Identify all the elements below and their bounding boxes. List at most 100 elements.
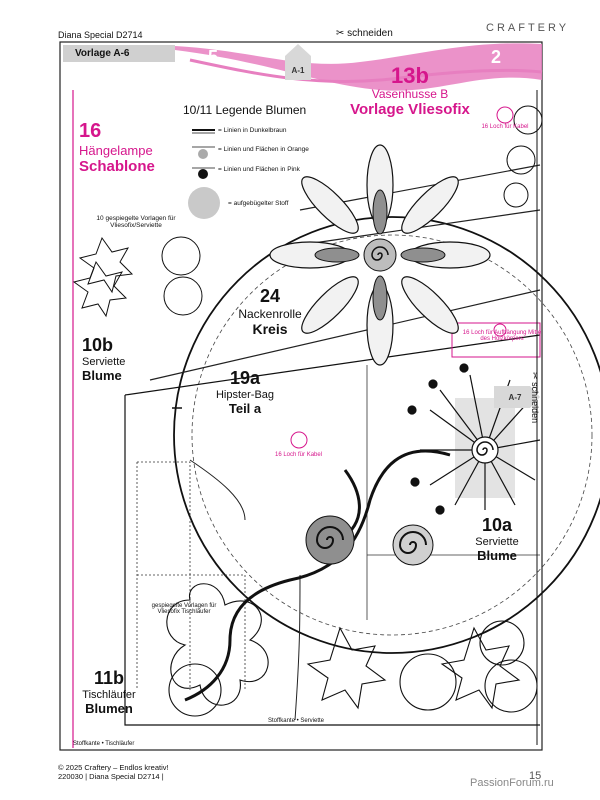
bag-19a-outline (124, 395, 540, 726)
pattern-10b-name: Serviette (82, 356, 126, 368)
pattern-10a-name: Serviette (475, 536, 519, 548)
lamp-flower-2 (72, 260, 128, 318)
legend-item-orange: = Linien und Flächen in Orange (218, 146, 309, 153)
petal-lines (420, 374, 541, 510)
footer-line-2: 220030 | Diana Special D2714 | (58, 772, 164, 781)
flower-center (363, 238, 397, 272)
tag-a1: A-1 (291, 66, 305, 75)
outer-petal (401, 276, 459, 334)
edge-label-serviette: Stoffkante • Serviette (268, 718, 325, 724)
table-runner-shapes (166, 583, 538, 717)
circle-24-outline (173, 216, 600, 654)
watermark: PassionForum.ru (470, 777, 554, 789)
hole-label-19a: 16 Loch für Kabel (275, 452, 323, 458)
pocket-dotted (136, 461, 246, 690)
pattern-24: 24 Nackenrolle Kreis (225, 286, 315, 337)
template-tag: Vorlage A-6 (63, 45, 175, 62)
inner-petal (372, 275, 388, 321)
stamen-dot (407, 405, 417, 415)
pattern-19a-number: 19a (229, 368, 261, 388)
spiral-2-line (398, 531, 427, 554)
legend-title: 10/11 Legende Blumen (183, 103, 307, 117)
flower-13b-top (269, 144, 491, 366)
leaf-spiral-1 (305, 515, 355, 565)
lamp-flower-1 (78, 236, 134, 294)
pattern-19a-name: Hipster-Bag (215, 389, 275, 401)
stamen-dot (428, 379, 438, 389)
runner-flower-1 (166, 583, 269, 706)
sheet-frame (59, 41, 543, 751)
pattern-10a-type: Blume (477, 548, 517, 563)
footer-copyright: © 2025 Craftery – Endlos kreativ! 220030… (58, 763, 169, 781)
outer-petal (401, 176, 459, 234)
bag-19a-top (124, 334, 541, 396)
hole-19a (290, 431, 308, 449)
pattern-10b-type: Blume (82, 368, 122, 383)
pattern-10a: 10a Serviette Blume (462, 515, 532, 563)
cut-text: schneiden (347, 28, 393, 39)
runner-circle-1 (168, 663, 222, 717)
stamen-dot (410, 477, 420, 487)
pattern-24-type: Kreis (252, 321, 288, 337)
pattern-13b-number: 13b (391, 63, 429, 88)
legend-dot-fabric (188, 187, 220, 219)
runner-circle-2 (399, 653, 457, 711)
pattern-13b-type: Vorlage Vliesofix (350, 101, 470, 118)
tab-number-3: 3 (328, 47, 339, 67)
pattern-16-note: 10 gespiegelte Vorlagen für Vliesofix/Se… (96, 215, 176, 229)
tab-number-2: 2 (491, 47, 502, 67)
inner-petal (372, 189, 388, 235)
legend-item-brown: = Linien in Dunkelbraun (218, 127, 287, 134)
runner-circle-4 (479, 620, 525, 666)
bag-curve (189, 459, 246, 521)
lamp-circle-1 (161, 236, 201, 276)
footer-line-1: © 2025 Craftery – Endlos kreativ! (58, 763, 169, 772)
pattern-16: 16 Hängelampe Schablone (79, 120, 155, 175)
legend-item-fabric: = aufgebügelter Stoff (228, 200, 289, 207)
hole-13b (496, 106, 514, 124)
pattern-10b: 10b Serviette Blume (82, 335, 125, 383)
stem-main (184, 449, 451, 702)
pattern-24-name: Nackenrolle (238, 307, 302, 321)
legend-item-pink: = Linien und Flächen in Pink (218, 166, 300, 173)
pattern-16-type: Schablone (79, 158, 155, 175)
pattern-16-number: 16 (79, 120, 102, 142)
edge-label-tischlaeufer: Stoffkante • Tischläufer (73, 741, 135, 747)
a1-tab-shape (285, 44, 311, 80)
runner-flower-2 (306, 626, 387, 710)
pattern-11b-note: gespiegelte Vorlagen für Vliesofix Tisch… (151, 603, 217, 615)
pattern-24-number: 24 (259, 286, 281, 306)
flower-center (471, 436, 499, 464)
outer-petal (301, 276, 359, 334)
tab-number-5: 5 (208, 47, 219, 67)
pink-hole-box-24 (451, 322, 541, 358)
runner-flower-3 (440, 626, 521, 710)
lamp-circle-2 (163, 276, 203, 316)
pattern-11b: 11b Tischläufer Blumen (73, 668, 145, 716)
pattern-10a-number: 10a (481, 515, 513, 535)
stamen-dot (459, 363, 469, 373)
flower-10a (407, 363, 541, 515)
inner-petal (400, 247, 446, 263)
inner-petal (314, 247, 360, 263)
pattern-16-name: Hängelampe (79, 143, 153, 158)
page-number: 15 (529, 770, 542, 782)
flower-spiral (476, 441, 494, 456)
pink-wave-band (175, 43, 542, 91)
tag-a7: A-7 (508, 393, 522, 402)
circle-inner-dashed (191, 234, 593, 636)
pattern-13b-name: Vasenhusse B (371, 87, 449, 101)
scissors-icon: ✂ (530, 372, 540, 380)
hole-label-24: 16 Loch für Aufhängung Mitte des Holzkör… (462, 330, 542, 342)
pattern-11b-name: Tischläufer (82, 689, 136, 701)
hole-label-13b: 16 Loch für Kabel (481, 124, 529, 130)
pattern-19a: 19a Hipster-Bag Teil a (205, 368, 285, 416)
pink-wave-band-2 (189, 58, 543, 83)
pattern-19a-type: Teil a (228, 401, 262, 416)
cut-text: schneiden (530, 382, 540, 424)
hole-24 (493, 323, 507, 337)
cut-label-right: ✂ schneiden (529, 372, 540, 423)
a7-tab-shape (494, 386, 540, 408)
cut-label-top: ✂ schneiden (336, 28, 393, 39)
